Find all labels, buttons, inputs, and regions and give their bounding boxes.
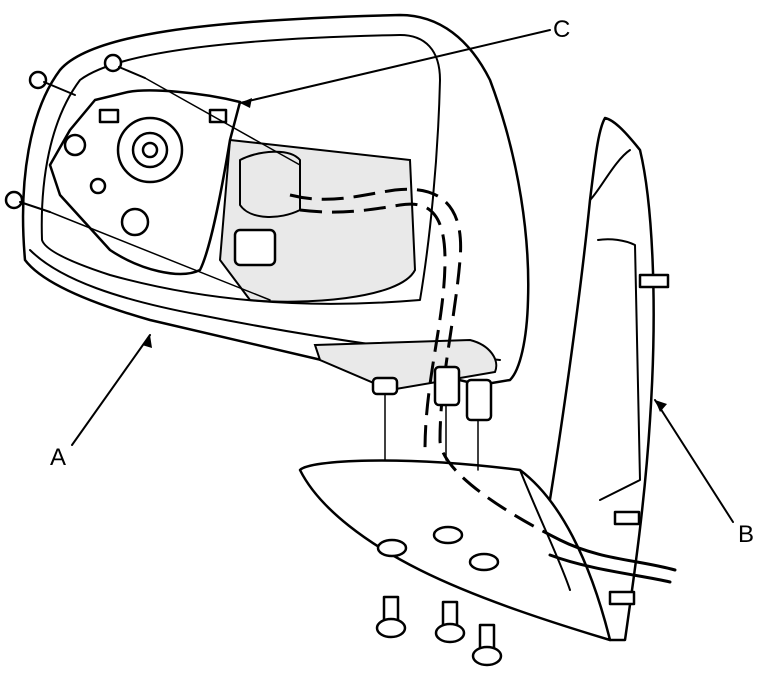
mount-hole <box>468 552 500 572</box>
callout-b: B <box>654 399 754 548</box>
screw <box>103 53 146 79</box>
mirror-base-b <box>298 116 670 642</box>
screw <box>28 70 76 96</box>
callout-label-c: C <box>553 16 570 43</box>
callout-label-a: A <box>50 444 66 471</box>
clip-tab <box>608 590 636 606</box>
callout-a: A <box>50 334 152 471</box>
bolt <box>375 595 407 639</box>
bracket-screws <box>4 53 301 301</box>
mounting-bolts <box>371 365 503 667</box>
bolt <box>471 623 503 667</box>
mount-hole <box>376 538 408 558</box>
mount-hole <box>432 525 464 545</box>
mount-stud <box>465 378 493 422</box>
screw <box>4 190 51 213</box>
callout-label-b: B <box>738 521 754 548</box>
bolt <box>434 600 466 644</box>
callout-c: C <box>239 16 570 108</box>
clip-tab <box>613 510 641 526</box>
wiring-harness <box>289 187 677 584</box>
clip-tab <box>638 273 670 289</box>
mount-stud <box>371 376 399 396</box>
mount-stud <box>433 365 461 407</box>
mirror-motor-c <box>48 89 417 303</box>
